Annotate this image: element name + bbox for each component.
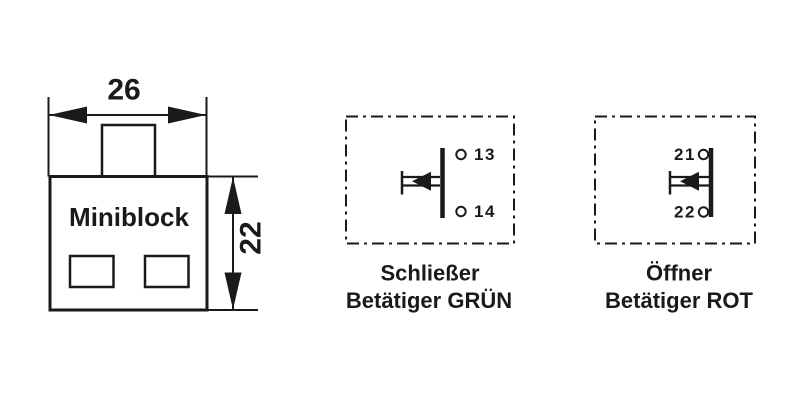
- terminal-14-circle-icon: [455, 205, 467, 218]
- terminal-21-label: 21: [674, 145, 696, 164]
- height-dimension-label: 22: [235, 221, 268, 254]
- terminal-13-circle-icon: [455, 148, 467, 161]
- terminal-22-circle-icon: [697, 206, 710, 218]
- nc-contact-caption-line1: Öffner: [646, 261, 712, 286]
- miniblock-body: [48, 175, 209, 312]
- width-dim-arrowhead-left-icon: [49, 106, 87, 124]
- width-dimension-label: 26: [107, 74, 140, 107]
- nc-contact-caption-line2: Betätiger ROT: [605, 288, 753, 313]
- nc-contact-enclosure-box: [594, 115, 756, 245]
- terminal-21-circle-icon: [697, 148, 710, 161]
- no-contact-caption-line2: Betätiger GRÜN: [346, 288, 512, 313]
- no-contact-symbol: 13 14 Schließer Betätiger GRÜN: [345, 115, 515, 313]
- width-dim-arrowhead-right-icon: [168, 106, 206, 124]
- nc-actuator-arrowhead-icon: [680, 171, 699, 191]
- terminal-13-label: 13: [474, 145, 496, 164]
- no-contact-caption-line1: Schließer: [380, 261, 479, 286]
- no-actuator-arrowhead-icon: [412, 171, 431, 191]
- terminal-slot-right: [143, 254, 190, 289]
- height-dim-arrowhead-top-icon: [224, 177, 242, 214]
- miniblock-plunger-tab: [100, 123, 157, 178]
- terminal-slot-left: [68, 254, 115, 289]
- no-contact-enclosure-box: [345, 115, 515, 245]
- miniblock-label: Miniblock: [69, 202, 189, 232]
- terminal-14-label: 14: [474, 202, 496, 221]
- terminal-22-label: 22: [674, 203, 696, 222]
- miniblock-outline-drawing: 26 Miniblock 22: [47, 74, 268, 312]
- nc-contact-symbol: 21 22 Öffner Betätiger ROT: [594, 115, 756, 313]
- height-dim-arrowhead-bottom-icon: [224, 272, 242, 310]
